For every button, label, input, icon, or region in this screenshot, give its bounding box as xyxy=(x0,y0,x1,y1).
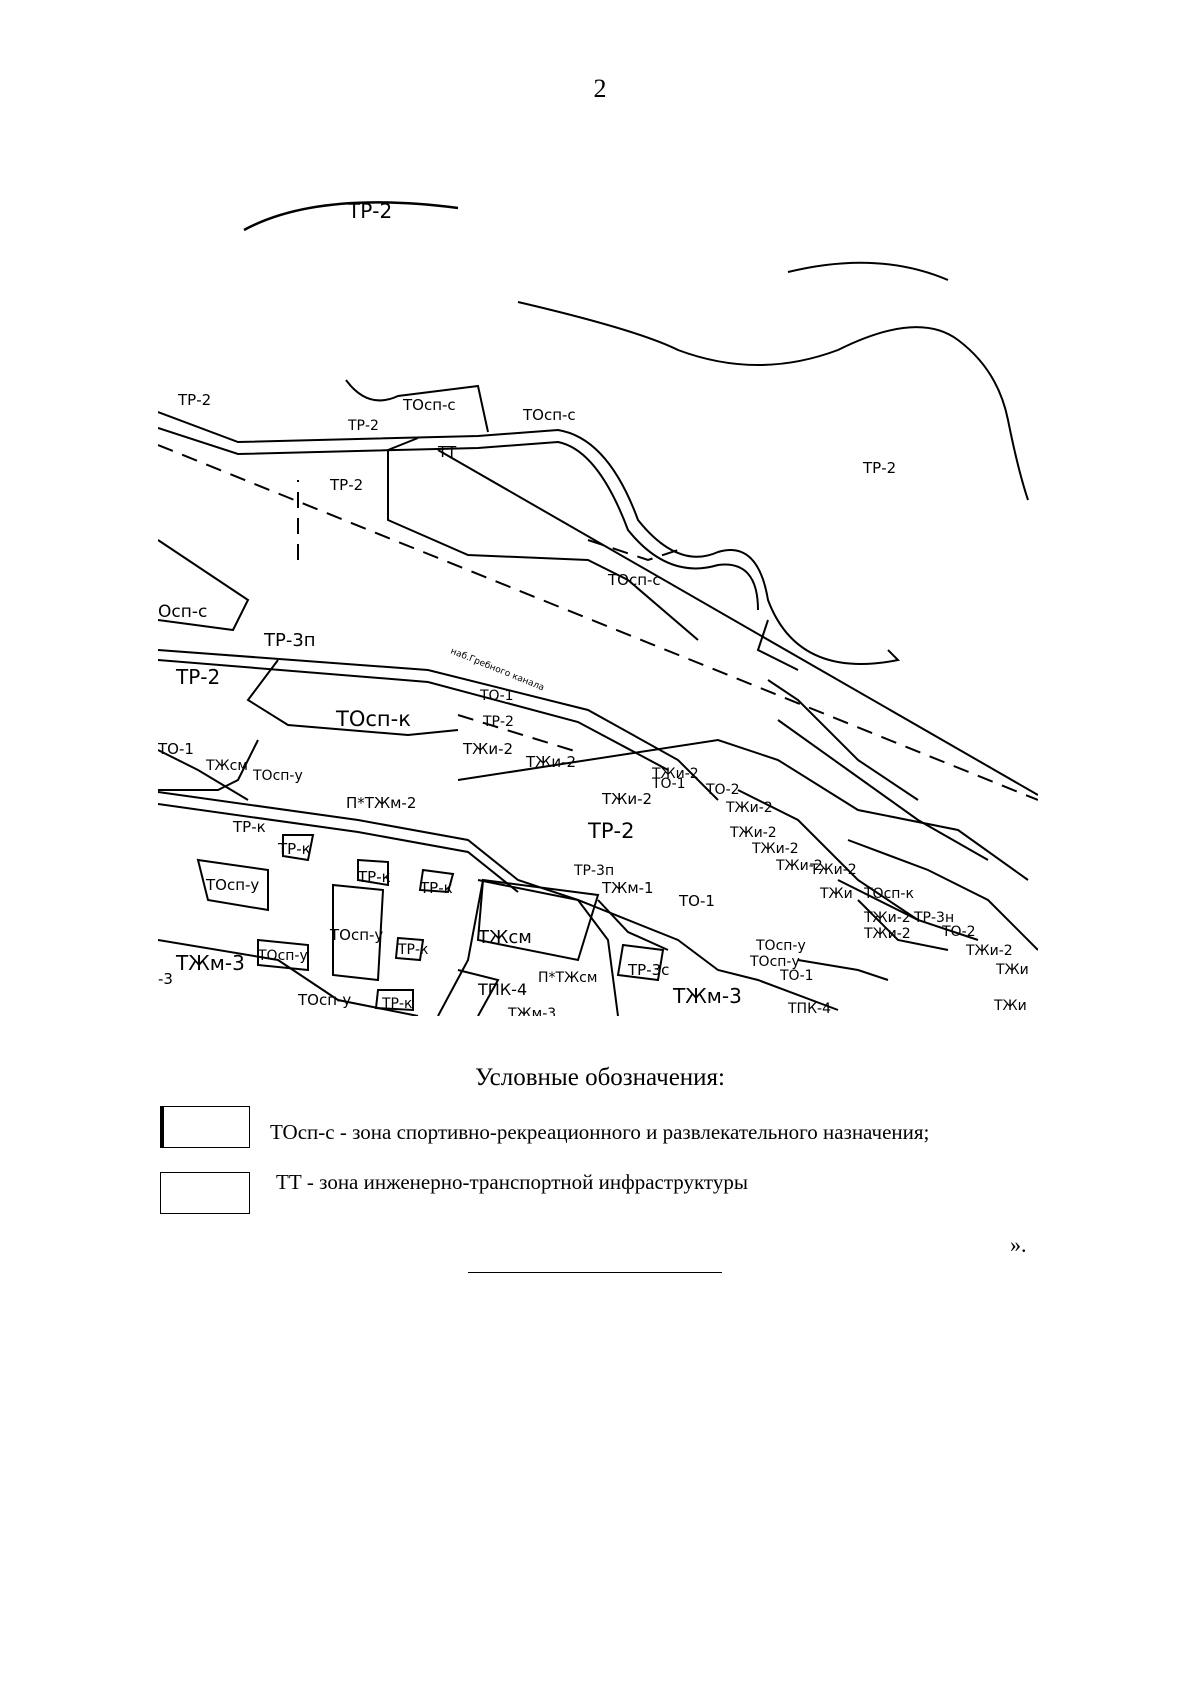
zone-label: ТОсп-с xyxy=(522,406,576,424)
zone-label: ТЖи-2 xyxy=(863,910,911,926)
zone-label: ТР-к xyxy=(419,879,453,897)
zone-label: ТО-1 xyxy=(479,688,514,704)
zone-label: ТО-1 xyxy=(651,776,686,792)
zone-label: П*ТЖсм xyxy=(538,970,597,986)
zone-label: ТЖи-2 xyxy=(809,862,857,878)
zone-label: ТОсп-у xyxy=(252,768,303,784)
closing-quote: ». xyxy=(1010,1232,1027,1257)
zone-label: ТР-3п xyxy=(573,863,614,879)
zone-label: ТОсп-у xyxy=(297,991,351,1009)
zone-label: ТР-к xyxy=(397,942,429,958)
zone-label: ТОсп-к xyxy=(335,707,411,731)
zone-label: ТР-к xyxy=(277,840,311,858)
zone-label: ТОсп-у xyxy=(257,948,308,964)
zone-label: ТР-3с xyxy=(627,961,669,979)
zone-label: ТЖм-1 xyxy=(601,879,654,897)
zone-label: ТПК-4 xyxy=(477,980,527,999)
zone-label: ТО-2 xyxy=(705,782,740,798)
zone-label: ТО-1 xyxy=(678,892,715,910)
zone-label: ТЖи-2 xyxy=(751,841,799,857)
zone-label: ТЖм-3 xyxy=(672,984,742,1008)
zone-label: ТЖи-2 xyxy=(965,943,1013,959)
legend-text-sport: ТОсп-с - зона спортивно-рекреационного и… xyxy=(270,1120,930,1144)
zone-label: ТР-2 xyxy=(347,199,392,223)
zone-label: ТЖи-2 xyxy=(863,926,911,942)
legend-title: Условные обозначения: xyxy=(474,1064,726,1091)
zone-label: ТР-3п xyxy=(263,630,316,651)
zone-label: Осп-с xyxy=(158,602,207,622)
page-number: 2 xyxy=(593,74,607,103)
zone-label: ТР-2 xyxy=(177,391,211,409)
zone-label: ТР-2 xyxy=(329,476,363,494)
zone-label: ТОсп-с xyxy=(402,396,456,414)
zone-label: ТР-2 xyxy=(587,819,634,843)
zone-label: ТОсп-у xyxy=(755,938,806,954)
zone-label: ТО-1 xyxy=(158,740,194,758)
zone-label: ТЖи-2 xyxy=(775,858,823,874)
zone-label: ТТ xyxy=(437,443,457,461)
zone-label: ТР-3н xyxy=(913,910,954,926)
zone-label: ТЖи-2 xyxy=(725,800,773,816)
zone-label: ТОсп-у xyxy=(329,926,383,944)
zone-label: ТЖи-2 xyxy=(601,790,652,808)
zone-label: ТОсп-с xyxy=(607,571,661,589)
divider-line xyxy=(468,1272,722,1273)
zone-label: ТЖи xyxy=(819,886,853,902)
zone-label: ТР-2 xyxy=(347,418,379,434)
zone-label: ТЖи xyxy=(995,962,1029,978)
zone-label: ТР-к xyxy=(357,868,391,886)
legend-swatch-sport xyxy=(160,1106,250,1148)
zone-label: ТР-2 xyxy=(175,665,220,689)
zone-label: ТО-2 xyxy=(941,924,976,940)
zone-label: ТЖи-2 xyxy=(462,740,513,758)
zone-label: ТО-1 xyxy=(779,968,814,984)
zone-label: ТР-к xyxy=(232,818,266,836)
legend-text-transport: ТТ - зона инженерно-транспортной инфраст… xyxy=(276,1170,748,1194)
zone-label: П*ТЖм-2 xyxy=(346,794,416,812)
zone-label: ТОсп-у xyxy=(205,876,259,894)
zone-label: ТЖсм xyxy=(477,927,532,948)
zone-label: ТЖи-2 xyxy=(729,825,777,841)
zone-label: ТЖсм xyxy=(205,758,248,774)
zone-label: ТЖи-2 xyxy=(651,766,699,782)
zone-label: -3 xyxy=(158,970,173,988)
zone-label: ТЖм-3 xyxy=(507,1006,556,1016)
legend-swatch-transport xyxy=(160,1172,250,1214)
zone-label: ТЖи-2 xyxy=(525,753,576,771)
zone-label: ТОсп-у xyxy=(749,954,800,970)
zone-label: ТР-2 xyxy=(482,714,514,730)
zone-label: ТР-к xyxy=(381,996,413,1012)
zone-label: ТЖи xyxy=(993,998,1027,1014)
zone-label: ТР-2 xyxy=(862,459,896,477)
zone-label: ТОсп-к xyxy=(863,886,914,902)
zone-label: ТПК-4 xyxy=(787,1001,831,1016)
zone-label: ТЖм-3 xyxy=(175,951,245,975)
